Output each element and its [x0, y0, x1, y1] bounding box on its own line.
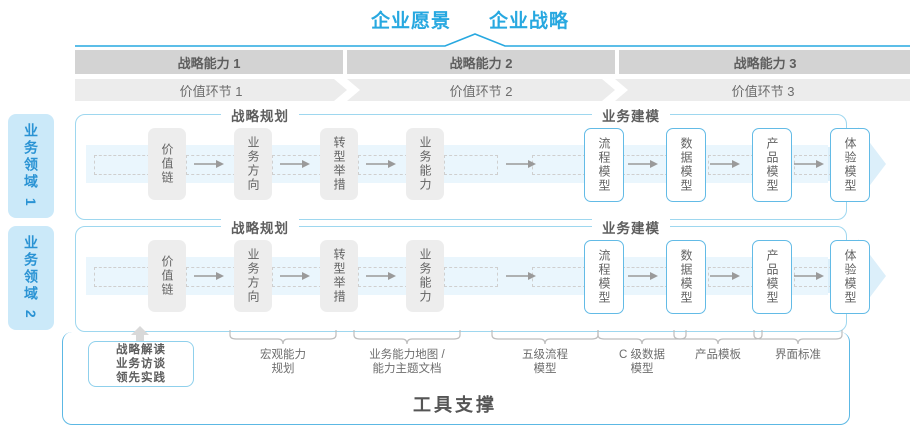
- step-box-data-model[interactable]: 数据模型: [666, 128, 706, 202]
- step-box-experience-model[interactable]: 体验模型: [830, 128, 870, 202]
- domain-tab-2-label: 业务领域 2: [23, 235, 39, 321]
- row-2-track-4: [444, 267, 498, 287]
- flow-arrow-6: [710, 160, 740, 168]
- row-2-rule-left: [188, 226, 218, 228]
- step-box-value-chain-2[interactable]: 价值链: [148, 240, 186, 312]
- tool-label-ui-standard: 界面标准: [775, 349, 821, 361]
- row-1-rule-left: [188, 114, 218, 116]
- domain-tab-2[interactable]: 业务领域 2: [8, 226, 54, 330]
- tool-up-arrow-icon: [131, 326, 149, 342]
- row-1-track-4: [444, 155, 498, 175]
- row-1-rule-mid: [311, 114, 583, 116]
- capability-cell-1[interactable]: 战略能力 1: [75, 50, 343, 74]
- flow-arrow-7: [794, 160, 824, 168]
- capability-bar-row: 战略能力 1 战略能力 2 战略能力 3: [75, 50, 910, 74]
- chevron-divider-1: [334, 79, 360, 101]
- flow-arrow-2-7: [794, 272, 824, 280]
- step-box-business-capability[interactable]: 业务能力: [406, 128, 444, 200]
- tool-label-process-model: 五级流程 模型: [522, 349, 568, 375]
- tool-support-container: [62, 332, 850, 425]
- domain-tab-1[interactable]: 业务领域 1: [8, 114, 54, 218]
- step-box-product-model[interactable]: 产品模型: [752, 128, 792, 202]
- bracket-process-model: [491, 330, 599, 344]
- step-box-business-direction[interactable]: 业务方向: [234, 128, 272, 200]
- tool-label-product-template: 产品模板: [695, 349, 741, 361]
- bracket-capability-map: [353, 330, 461, 344]
- enterprise-vision-title: 企业愿景: [371, 11, 452, 32]
- row-2-modeling-label: 业务建模: [592, 217, 670, 237]
- domain-tab-1-label: 业务领域 1: [23, 123, 39, 209]
- step-box-business-direction-2[interactable]: 业务方向: [234, 240, 272, 312]
- chevron-divider-2: [602, 79, 628, 101]
- domain-row-1: 战略规划 业务建模 价值链 业务方向 转型举措 业务能力 流程模型 数据模型 产…: [75, 105, 886, 220]
- step-box-transformation[interactable]: 转型举措: [320, 128, 358, 200]
- enterprise-strategy-title: 企业战略: [489, 11, 570, 32]
- flow-arrow-2-2: [280, 272, 310, 280]
- step-box-product-model-2[interactable]: 产品模型: [752, 240, 792, 314]
- row-2-track-5: [532, 267, 586, 287]
- row-1-track-0: [94, 155, 150, 175]
- tool-label-capability-map: 业务能力地图 / 能力主题文档: [369, 349, 445, 375]
- capability-cell-2[interactable]: 战略能力 2: [347, 50, 615, 74]
- tool-label-data-model: C 级数据 模型: [619, 349, 665, 375]
- capability-cell-3[interactable]: 战略能力 3: [619, 50, 910, 74]
- bracket-macro-capability: [229, 330, 337, 344]
- flow-arrow-1: [194, 160, 224, 168]
- row-1-modeling-label: 业务建模: [592, 105, 670, 125]
- flow-arrow-4: [506, 160, 536, 168]
- flow-arrow-2-4: [506, 272, 536, 280]
- tool-support-title: 工具支撑: [413, 395, 497, 415]
- value-link-cell-1[interactable]: 价值环节 1: [75, 79, 347, 101]
- flow-arrow-2-5: [628, 272, 658, 280]
- flow-arrow-5: [628, 160, 658, 168]
- bracket-product-template: [673, 330, 763, 344]
- flow-arrow-2-3: [366, 272, 396, 280]
- peak-connector-line: [75, 33, 910, 47]
- step-box-data-model-2[interactable]: 数据模型: [666, 240, 706, 314]
- row-2-planning-label: 战略规划: [221, 217, 299, 237]
- step-box-process-model-2[interactable]: 流程模型: [584, 240, 624, 314]
- flow-arrow-2-1: [194, 272, 224, 280]
- step-box-value-chain[interactable]: 价值链: [148, 128, 186, 200]
- row-2-rule-right: [682, 226, 778, 228]
- flow-arrow-2-6: [710, 272, 740, 280]
- value-link-row: 价值环节 1 价值环节 2 价值环节 3: [75, 79, 910, 101]
- row-1-track-5: [532, 155, 586, 175]
- tool-highlight-box[interactable]: 战略解读 业务访谈 领先实践: [88, 341, 194, 387]
- row-2-track-0: [94, 267, 150, 287]
- flow-arrow-2: [280, 160, 310, 168]
- value-link-cell-3[interactable]: 价值环节 3: [615, 79, 910, 101]
- step-box-experience-model-2[interactable]: 体验模型: [830, 240, 870, 314]
- flow-arrow-3: [366, 160, 396, 168]
- tool-label-macro-capability: 宏观能力 规划: [260, 349, 306, 375]
- step-box-process-model[interactable]: 流程模型: [584, 128, 624, 202]
- row-1-planning-label: 战略规划: [221, 105, 299, 125]
- domain-row-2: 战略规划 业务建模 价值链 业务方向 转型举措 业务能力 流程模型 数据模型 产…: [75, 217, 886, 332]
- bracket-ui-standard: [753, 330, 843, 344]
- step-box-transformation-2[interactable]: 转型举措: [320, 240, 358, 312]
- step-box-business-capability-2[interactable]: 业务能力: [406, 240, 444, 312]
- row-1-rule-right: [682, 114, 778, 116]
- row-2-rule-mid: [311, 226, 583, 228]
- value-link-cell-2[interactable]: 价值环节 2: [347, 79, 615, 101]
